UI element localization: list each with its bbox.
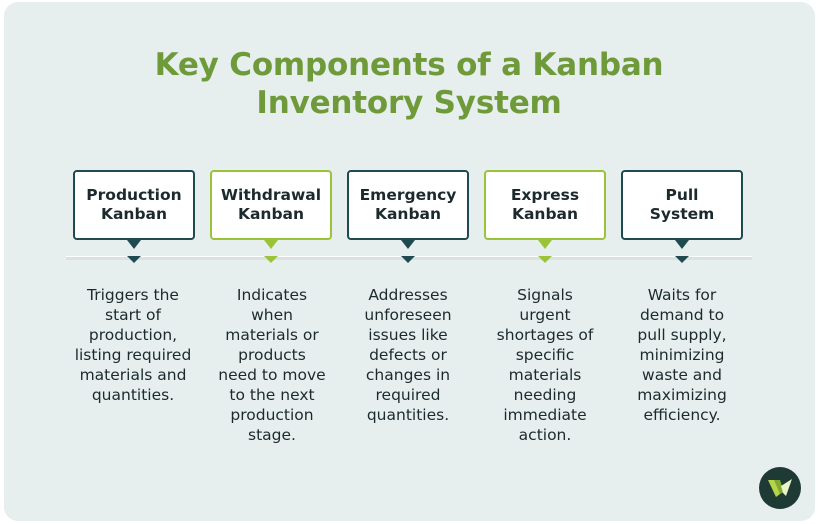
desc-line: issues like [368,326,448,344]
timeline-marker [264,256,278,263]
desc-line: waste and [642,366,722,384]
component-label-line-1: Production [86,186,182,204]
component-label-line-1: Pull [665,186,699,204]
box-pointer [127,240,141,249]
component-description-pull-system: Waits for demand to pull supply, minimiz… [618,285,746,425]
box-pointer [401,240,415,249]
page-title: Key Components of a Kanban Inventory Sys… [0,46,818,122]
desc-line: production [230,406,314,424]
desc-line: unforeseen [364,306,452,324]
desc-line: shortages of [496,326,594,344]
desc-line: when [251,306,293,324]
desc-line: listing required [74,346,192,364]
timeline-marker [538,256,552,263]
desc-line: Waits for [647,286,717,304]
component-description-emergency-kanban: Addresses unforeseen issues like defects… [344,285,472,425]
component-label-line-2: Kanban [511,205,579,223]
desc-line: production, [88,326,178,344]
desc-line: quantities. [366,406,450,424]
box-pointer [675,240,689,249]
desc-line: action. [518,426,572,444]
component-box-production-kanban: Production Kanban [73,170,195,240]
desc-line: demand to [639,306,725,324]
title-line-2: Inventory System [256,85,562,121]
desc-line: needing [513,386,577,404]
desc-line: start of [105,306,161,324]
desc-line: immediate [503,406,587,424]
timeline-marker [401,256,415,263]
component-label-line-2: Kanban [100,205,168,223]
component-description-express-kanban: Signals urgent shortages of specific mat… [481,285,609,445]
component-label-line-2: Kanban [374,205,442,223]
component-box-emergency-kanban: Emergency Kanban [347,170,469,240]
component-description-production-kanban: Triggers the start of production, listin… [69,285,197,405]
component-label-line-1: Express [510,186,580,204]
component-box-express-kanban: Express Kanban [484,170,606,240]
desc-line: Triggers the [87,286,179,304]
desc-line: pull supply, [637,326,727,344]
desc-line: need to move [218,366,326,384]
component-description-withdrawal-kanban: Indicates when materials or products nee… [208,285,336,445]
desc-line: Signals [517,286,573,304]
desc-line: maximizing [637,386,727,404]
logo-mark-icon [768,479,792,497]
desc-line: to the next [229,386,315,404]
component-label-line-1: Emergency [359,186,457,204]
desc-line: efficiency. [643,406,721,424]
component-label-line-2: Kanban [237,205,305,223]
brand-logo-icon [759,467,801,509]
desc-line: materials and [79,366,187,384]
desc-line: specific [515,346,575,364]
component-box-withdrawal-kanban: Withdrawal Kanban [210,170,332,240]
box-pointer [264,240,278,249]
desc-line: defects or [369,346,447,364]
timeline-marker [127,256,141,263]
desc-line: Addresses [368,286,448,304]
desc-line: urgent [519,306,571,324]
desc-line: changes in [365,366,451,384]
desc-line: required [375,386,441,404]
component-box-pull-system: Pull System [621,170,743,240]
desc-line: materials [508,366,582,384]
title-line-1: Key Components of a Kanban [154,47,664,83]
component-label-line-1: Withdrawal [220,186,322,204]
box-pointer [538,240,552,249]
desc-line: minimizing [639,346,725,364]
desc-line: products [238,346,306,364]
desc-line: stage. [248,426,296,444]
component-label-line-2: System [649,205,715,223]
desc-line: Indicates [236,286,308,304]
desc-line: materials or [225,326,319,344]
timeline-marker [675,256,689,263]
desc-line: quantities. [91,386,175,404]
